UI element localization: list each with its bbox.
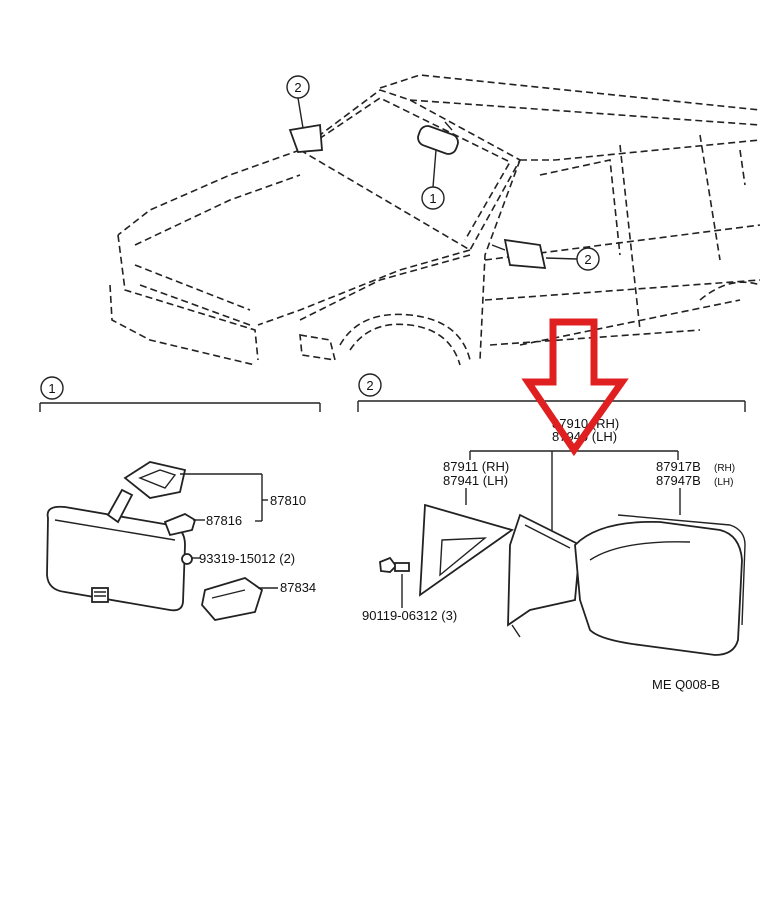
inner-mirror-assembly [46, 461, 264, 621]
callout-car-inner-mirror: 1 [421, 149, 445, 210]
callout-car-top-mirror: 2 [286, 75, 310, 129]
part-87910-label: 87910 (RH) [552, 416, 619, 431]
part-87917b-87947b-label: 87917B (RH) 87947B (LH) [656, 459, 735, 488]
svg-text:(LH): (LH) [714, 477, 733, 488]
figure-code: ME Q008-B [652, 677, 720, 692]
svg-text:1: 1 [429, 191, 436, 206]
section-1-header: 1 [39, 376, 321, 412]
svg-text:2: 2 [294, 80, 301, 95]
callout-car-door-mirror: 2 [545, 247, 600, 271]
svg-text:1: 1 [48, 381, 55, 396]
section-1-leaders [180, 473, 278, 589]
door-mirror-parts [379, 503, 746, 656]
svg-text:2: 2 [366, 378, 373, 393]
svg-text:87917B: 87917B [656, 459, 701, 474]
part-87816-label: 87816 [206, 513, 242, 528]
vehicle-illustration [109, 74, 761, 366]
part-87834-label: 87834 [280, 580, 316, 595]
part-87911-label: 87911 (RH) [443, 459, 509, 474]
part-87810-label: 87810 [270, 493, 306, 508]
svg-text:(RH): (RH) [714, 463, 735, 474]
part-87941-label: 87941 (LH) [443, 473, 508, 488]
svg-text:2: 2 [584, 252, 591, 267]
part-90119-label: 90119-06312 (3) [362, 608, 457, 623]
part-93319-label: 93319-15012 (2) [199, 551, 295, 566]
section-2-header: 2 [357, 373, 746, 412]
red-arrow-annotation [521, 318, 629, 457]
svg-text:87947B: 87947B [656, 473, 701, 488]
